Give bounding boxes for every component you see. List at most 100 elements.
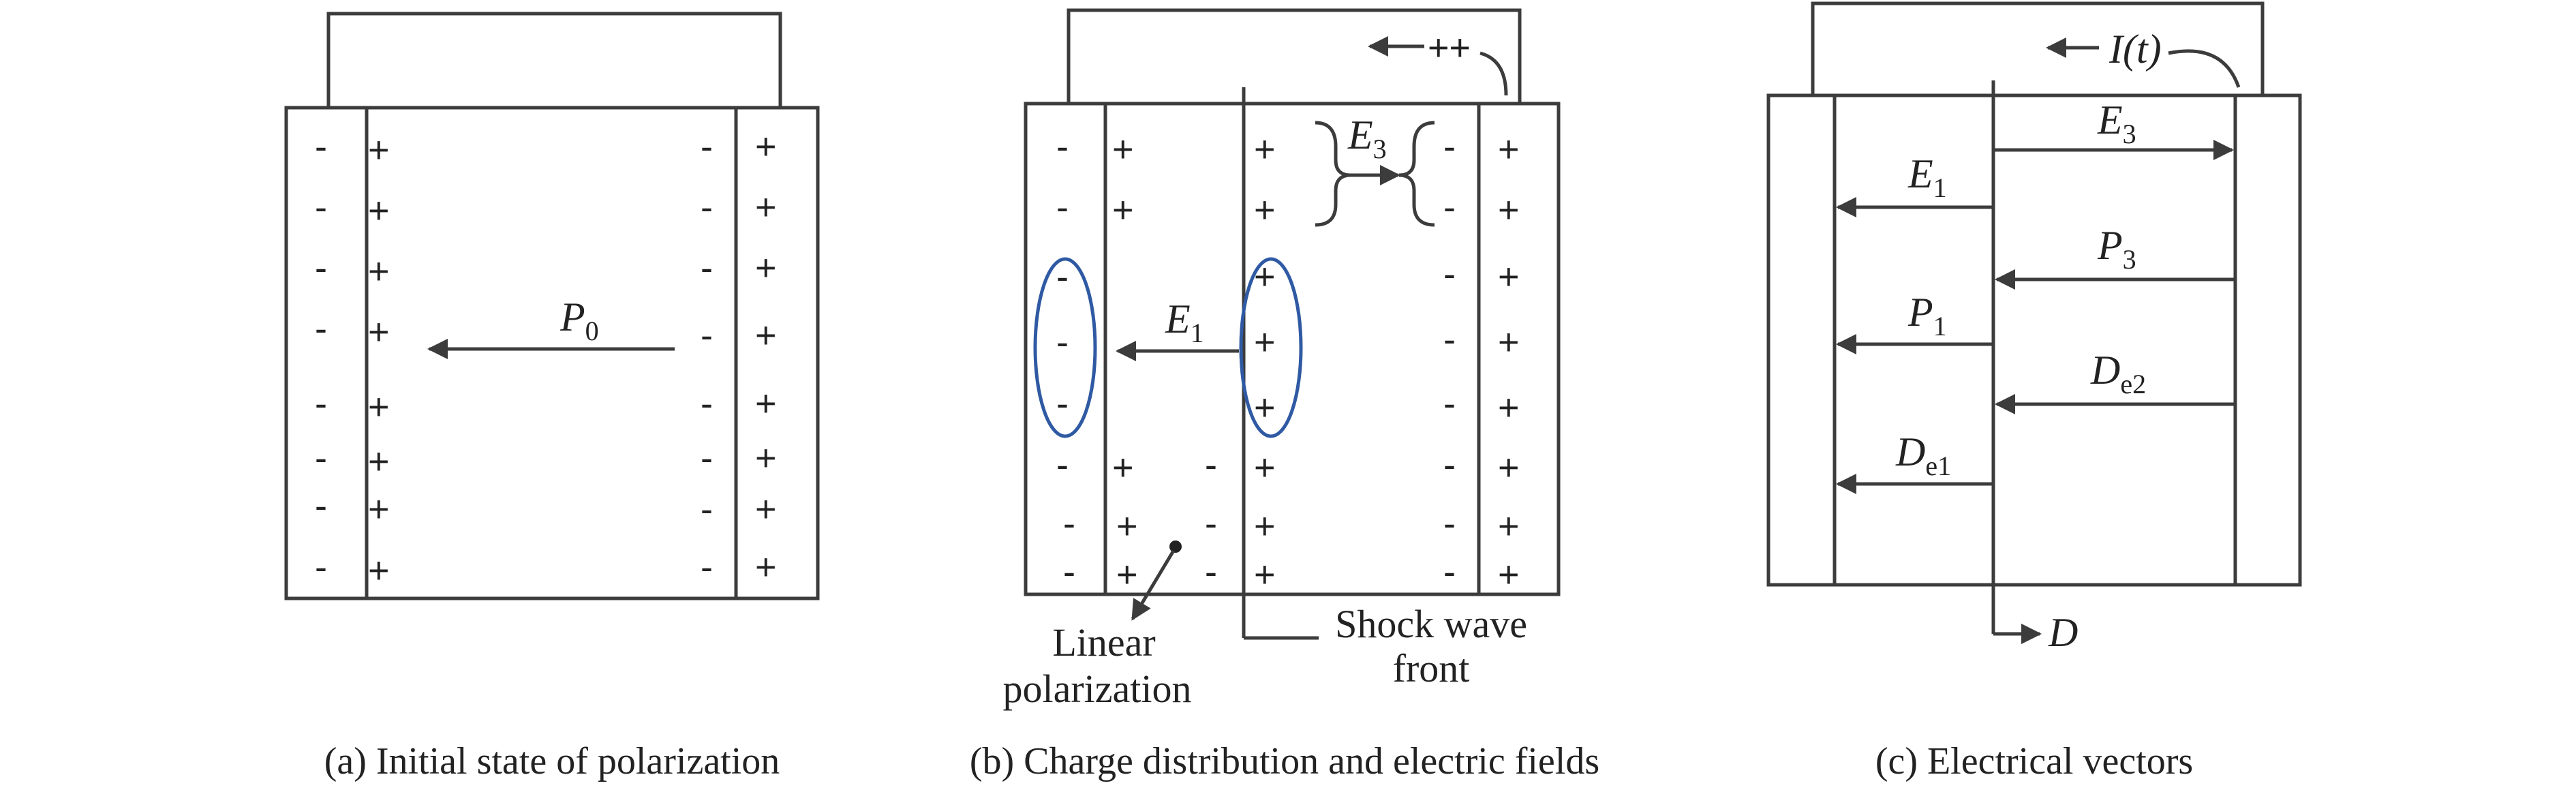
svg-text:+: + xyxy=(368,441,390,482)
panel-b-linear-label-line2: polarization xyxy=(1002,667,1191,711)
svg-text:-: - xyxy=(1443,551,1456,592)
svg-text:-: - xyxy=(1205,503,1217,544)
svg-text:+: + xyxy=(1498,129,1520,170)
svg-text:-: - xyxy=(1205,444,1217,485)
svg-text:+: + xyxy=(1254,447,1276,488)
svg-text:-: - xyxy=(315,438,327,478)
svg-text:-: - xyxy=(315,485,327,526)
svg-text:+: + xyxy=(755,383,777,424)
svg-text:-: - xyxy=(701,547,713,588)
svg-text:-: - xyxy=(1056,322,1069,363)
svg-text:+: + xyxy=(1498,447,1520,488)
panel-b-linear-polarization-pointer xyxy=(1131,549,1176,621)
svg-text:+: + xyxy=(1116,554,1138,595)
svg-text:+: + xyxy=(755,438,777,478)
svg-text:-: - xyxy=(1056,256,1069,297)
panel-b: ++ -+ -+ - - - -+- -+- -+- + + + + + + +… xyxy=(970,8,1599,782)
panel-b-positive-charge-ellipse xyxy=(1239,257,1303,438)
svg-text:-: - xyxy=(1056,126,1069,167)
svg-text:+: + xyxy=(755,247,777,288)
svg-text:-: - xyxy=(1443,187,1456,228)
panel-b-caption: (b) Charge distribution and electric fie… xyxy=(970,740,1599,782)
svg-text:+: + xyxy=(1498,189,1520,230)
panel-b-e1-label: E1 xyxy=(1165,296,1204,348)
svg-text:+: + xyxy=(368,130,390,170)
svg-text:-: - xyxy=(315,547,327,588)
svg-text:+: + xyxy=(368,311,390,352)
svg-text:-: - xyxy=(315,247,327,288)
svg-text:+: + xyxy=(755,315,777,356)
svg-text:+: + xyxy=(1254,506,1276,547)
svg-text:-: - xyxy=(1443,383,1456,424)
panel-a-caption: (a) Initial state of polarization xyxy=(324,740,780,782)
svg-text:+: + xyxy=(368,550,390,591)
panel-c-external-circuit xyxy=(1811,1,2265,95)
panel-c-current-hook xyxy=(2168,49,2241,88)
panel-c: D I(t) E3 E1 P3 P1 De2 De1 (c) Electrica… xyxy=(1766,1,2302,782)
svg-text:+: + xyxy=(1254,256,1276,297)
svg-text:+: + xyxy=(755,126,777,167)
panel-b-external-circuit xyxy=(1067,8,1522,104)
svg-text:+: + xyxy=(1498,322,1520,363)
svg-text:-: - xyxy=(1443,319,1456,360)
panel-c-p3-label: P3 xyxy=(2097,223,2136,275)
panel-c-de2-label: De2 xyxy=(2090,348,2146,399)
svg-text:-: - xyxy=(315,126,327,167)
svg-text:-: - xyxy=(315,383,327,424)
svg-text:+: + xyxy=(1254,322,1276,363)
panel-c-e1-label: E1 xyxy=(1907,151,1947,203)
panel-b-brace-right xyxy=(1398,121,1435,227)
svg-text:-: - xyxy=(315,187,327,228)
svg-text:-: - xyxy=(315,308,327,349)
svg-text:-: - xyxy=(1443,444,1456,485)
panel-a-sample-box xyxy=(284,106,820,600)
panel-a: -+ -+ -+ -+ -+ -+ -+ -+ -+ -+ -+ -+ -+ -… xyxy=(284,12,820,782)
panel-b-shock-label-line2: front xyxy=(1393,646,1470,690)
panel-a-p0-label: P0 xyxy=(559,294,599,346)
svg-text:+: + xyxy=(1498,506,1520,547)
panel-c-sample-box xyxy=(1766,93,2302,587)
svg-text:+: + xyxy=(755,489,777,530)
svg-text:+: + xyxy=(368,251,390,292)
svg-text:-: - xyxy=(1443,254,1456,294)
svg-text:+: + xyxy=(368,190,390,231)
panel-b-linear-label-line1: Linear xyxy=(1052,620,1155,665)
panel-a-external-circuit xyxy=(326,12,782,108)
svg-text:-: - xyxy=(1443,126,1456,167)
svg-text:-: - xyxy=(1205,551,1217,592)
svg-text:+: + xyxy=(368,489,390,530)
panel-c-p1-label: P1 xyxy=(1907,290,1947,341)
svg-text:+: + xyxy=(1112,447,1134,488)
svg-text:-: - xyxy=(701,315,713,356)
panel-c-d-label: D xyxy=(2048,610,2078,655)
svg-text:-: - xyxy=(1063,503,1075,544)
svg-text:+: + xyxy=(1498,387,1520,428)
panel-b-sample-box xyxy=(1024,102,1561,596)
panel-c-de1-label: De1 xyxy=(1895,429,1951,481)
panel-b-e3-label: E3 xyxy=(1347,112,1387,164)
svg-text:+: + xyxy=(1116,506,1138,547)
panel-b-negative-charge-ellipse xyxy=(1033,257,1097,438)
svg-text:-: - xyxy=(1056,383,1069,424)
svg-text:-: - xyxy=(701,438,713,478)
svg-text:-: - xyxy=(701,247,713,288)
svg-text:-: - xyxy=(701,187,713,228)
svg-text:-: - xyxy=(701,383,713,424)
panel-b-current-hook xyxy=(1479,51,1508,96)
svg-text:-: - xyxy=(1063,551,1075,592)
svg-text:+: + xyxy=(1254,554,1276,595)
svg-text:+: + xyxy=(1254,387,1276,428)
panel-b-current-label: ++ xyxy=(1428,27,1471,68)
panel-a-charges: -+ -+ -+ -+ -+ -+ -+ -+ -+ -+ -+ -+ -+ -… xyxy=(315,126,777,591)
svg-text:-: - xyxy=(1056,187,1069,228)
svg-text:+: + xyxy=(1498,554,1520,595)
svg-text:-: - xyxy=(701,126,713,167)
panel-c-e3-label: E3 xyxy=(2097,97,2136,149)
panel-c-current-label: I(t) xyxy=(2109,27,2162,72)
svg-text:+: + xyxy=(1112,189,1134,230)
svg-text:-: - xyxy=(701,489,713,530)
panel-b-shock-label-line1: Shock wave xyxy=(1335,602,1527,646)
svg-text:+: + xyxy=(1254,129,1276,170)
